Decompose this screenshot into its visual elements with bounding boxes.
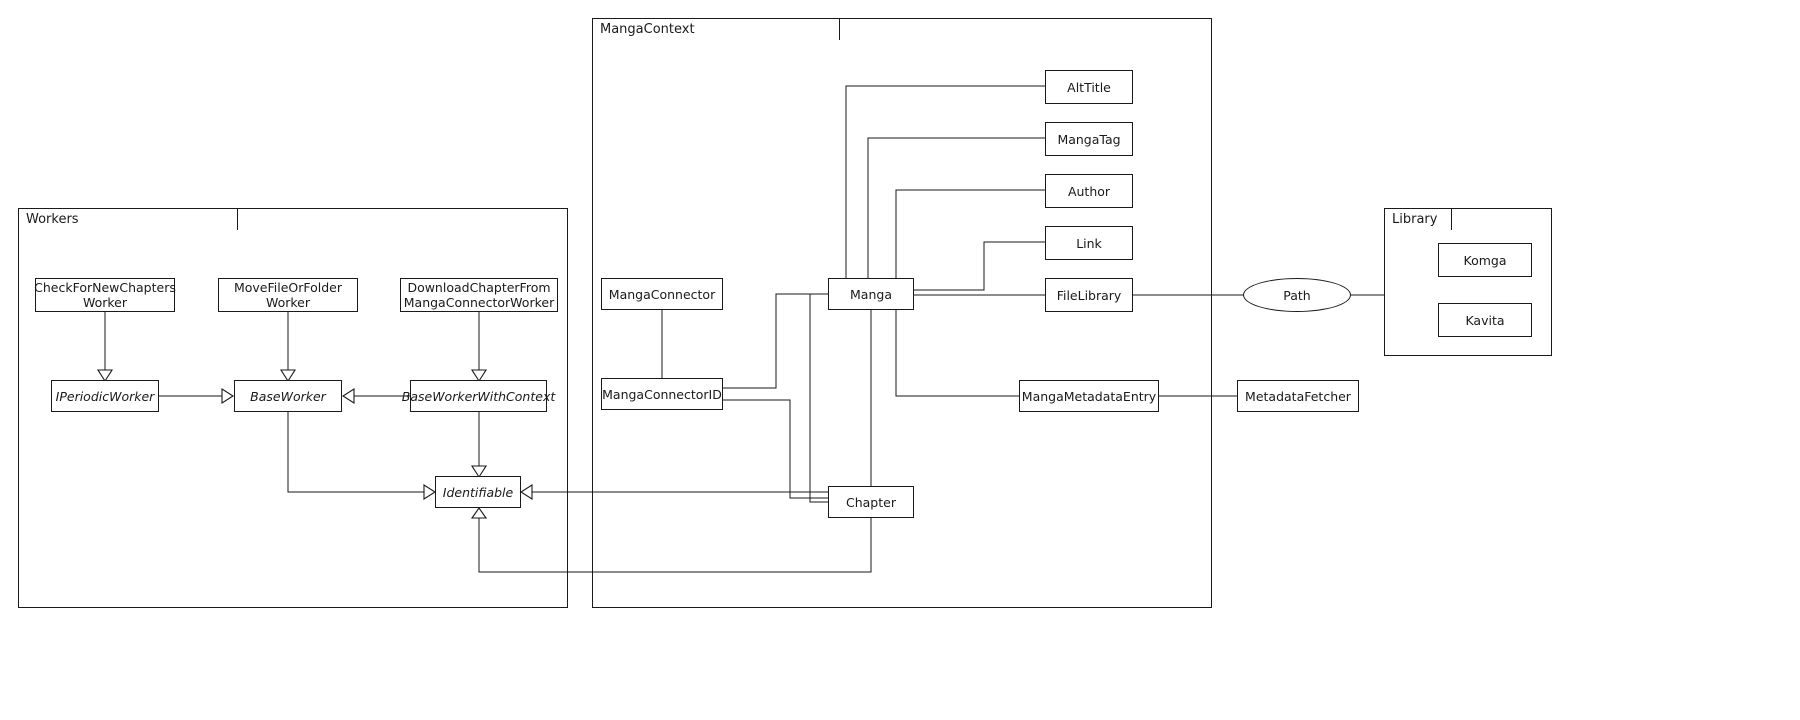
class-komga[interactable]: Komga [1438,243,1532,277]
class-mangametadataentry[interactable]: MangaMetadataEntry [1019,380,1159,412]
class-mangatag[interactable]: MangaTag [1045,122,1133,156]
node-path[interactable]: Path [1243,278,1351,312]
class-alttitle[interactable]: AltTitle [1045,70,1133,104]
class-link[interactable]: Link [1045,226,1133,260]
class-movefileorfolderworker[interactable]: MoveFileOrFolder Worker [218,278,358,312]
class-chapter[interactable]: Chapter [828,486,914,518]
package-library-label: Library [1392,212,1438,227]
package-workers-label-tab: Workers [18,208,238,230]
class-kavita[interactable]: Kavita [1438,303,1532,337]
class-iperiodicworker[interactable]: IPeriodicWorker [51,380,159,412]
package-workers-label: Workers [26,212,79,227]
package-mangacontext-label: MangaContext [600,22,695,37]
class-metadatafetcher[interactable]: MetadataFetcher [1237,380,1359,412]
class-manga[interactable]: Manga [828,278,914,310]
class-identifiable[interactable]: Identifiable [435,476,521,508]
class-baseworkerwithcontext[interactable]: BaseWorkerWithContext [402,380,555,412]
package-mangacontext [592,18,1212,608]
class-mangaconnectorid[interactable]: MangaConnectorID [601,378,723,410]
class-checkfornewchaptersworker[interactable]: CheckForNewChapters Worker [34,278,176,312]
package-library [1384,208,1552,356]
class-mangaconnector[interactable]: MangaConnector [601,278,723,310]
class-downloadchapterfrommangaconnectorworker[interactable]: DownloadChapterFrom MangaConnectorWorker [400,278,558,312]
package-mangacontext-label-tab: MangaContext [592,18,840,40]
class-author[interactable]: Author [1045,174,1133,208]
package-library-label-tab: Library [1384,208,1452,230]
package-workers [18,208,568,608]
class-filelibrary[interactable]: FileLibrary [1045,278,1133,312]
class-baseworker[interactable]: BaseWorker [234,380,342,412]
